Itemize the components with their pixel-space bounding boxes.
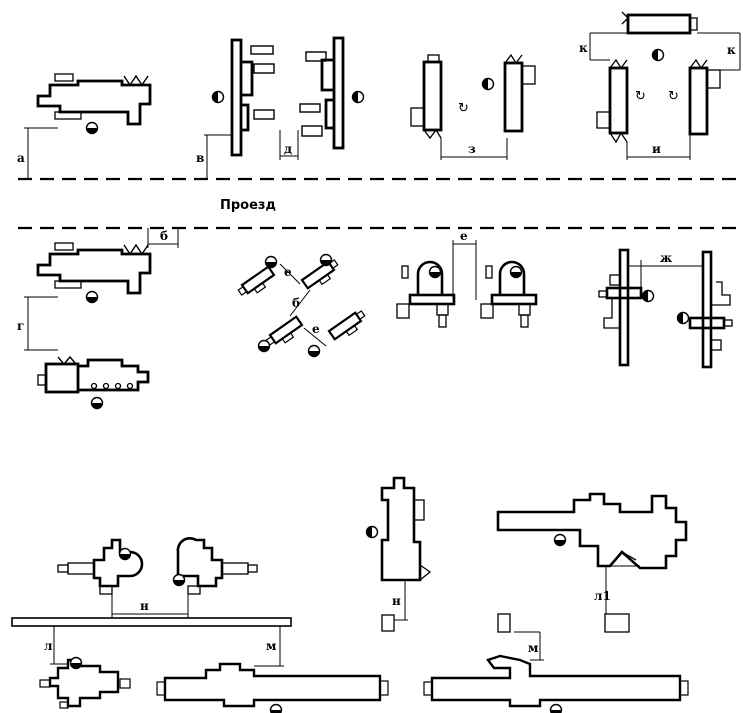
dim-e-label-2: е <box>312 322 320 336</box>
dim-n-label-1: н <box>140 599 149 613</box>
dim-e-label-1: е <box>284 265 292 279</box>
machine-group-n <box>11 537 292 627</box>
dim-d-label: д <box>284 142 292 156</box>
machine-group-i <box>596 11 721 144</box>
dim-n-tall <box>394 580 408 621</box>
machine-group-e-diagonal <box>237 259 366 346</box>
road-label: Проезд <box>220 198 276 213</box>
machine-group-e-upright <box>396 260 538 328</box>
dim-g-label: г <box>17 319 24 333</box>
dim-l1-label: л1 <box>594 589 611 603</box>
dim-k <box>589 32 741 71</box>
machine-group-z <box>410 53 536 140</box>
dim-e-diagonal <box>279 263 327 347</box>
dim-m-label-right: м <box>528 641 539 655</box>
dim-b-label-diagonal: б <box>292 296 300 310</box>
machine-group-n-tall <box>380 476 432 632</box>
dim-m-label: м <box>266 639 277 653</box>
dim-i <box>626 134 691 160</box>
dim-d <box>279 130 299 160</box>
dim-z-label: з <box>468 142 476 156</box>
dim-b <box>147 228 179 248</box>
machine-group-l1 <box>496 492 688 633</box>
dim-k-label-right: к <box>727 43 736 57</box>
machine-group-l-m <box>39 658 389 709</box>
machine-group-b <box>36 242 152 295</box>
dim-z <box>440 138 508 160</box>
machine-group-a <box>36 73 152 126</box>
dim-m-right <box>514 631 544 661</box>
dim-m <box>254 626 284 667</box>
dim-zh <box>628 260 704 288</box>
dim-zh-label: ж <box>660 251 672 265</box>
dim-k-label-left: к <box>579 41 588 55</box>
machine-group-v <box>230 36 345 157</box>
dim-g <box>24 296 58 351</box>
dim-v <box>204 134 232 179</box>
machine-group-zh <box>598 248 733 369</box>
dim-e-label-upright: е <box>460 229 468 243</box>
dim-a <box>24 127 58 179</box>
dim-l-label: л <box>44 639 53 653</box>
dim-n-bottom-left <box>111 594 189 618</box>
dim-v-label: в <box>196 151 204 165</box>
dim-n-label-2: н <box>392 594 401 608</box>
rotation-icon-right: ↻ <box>668 89 679 104</box>
machine-group-m-right <box>423 654 689 708</box>
dim-i-label: и <box>652 142 661 156</box>
machine-group-g <box>37 355 150 394</box>
dim-l <box>50 626 68 665</box>
dim-e-upright <box>452 240 477 300</box>
dim-b-label: б <box>160 229 168 243</box>
rotation-icon: ↻ <box>458 101 469 116</box>
rotation-icon-left: ↻ <box>635 89 646 104</box>
dim-l1 <box>598 565 640 614</box>
dim-a-label: а <box>17 151 25 165</box>
